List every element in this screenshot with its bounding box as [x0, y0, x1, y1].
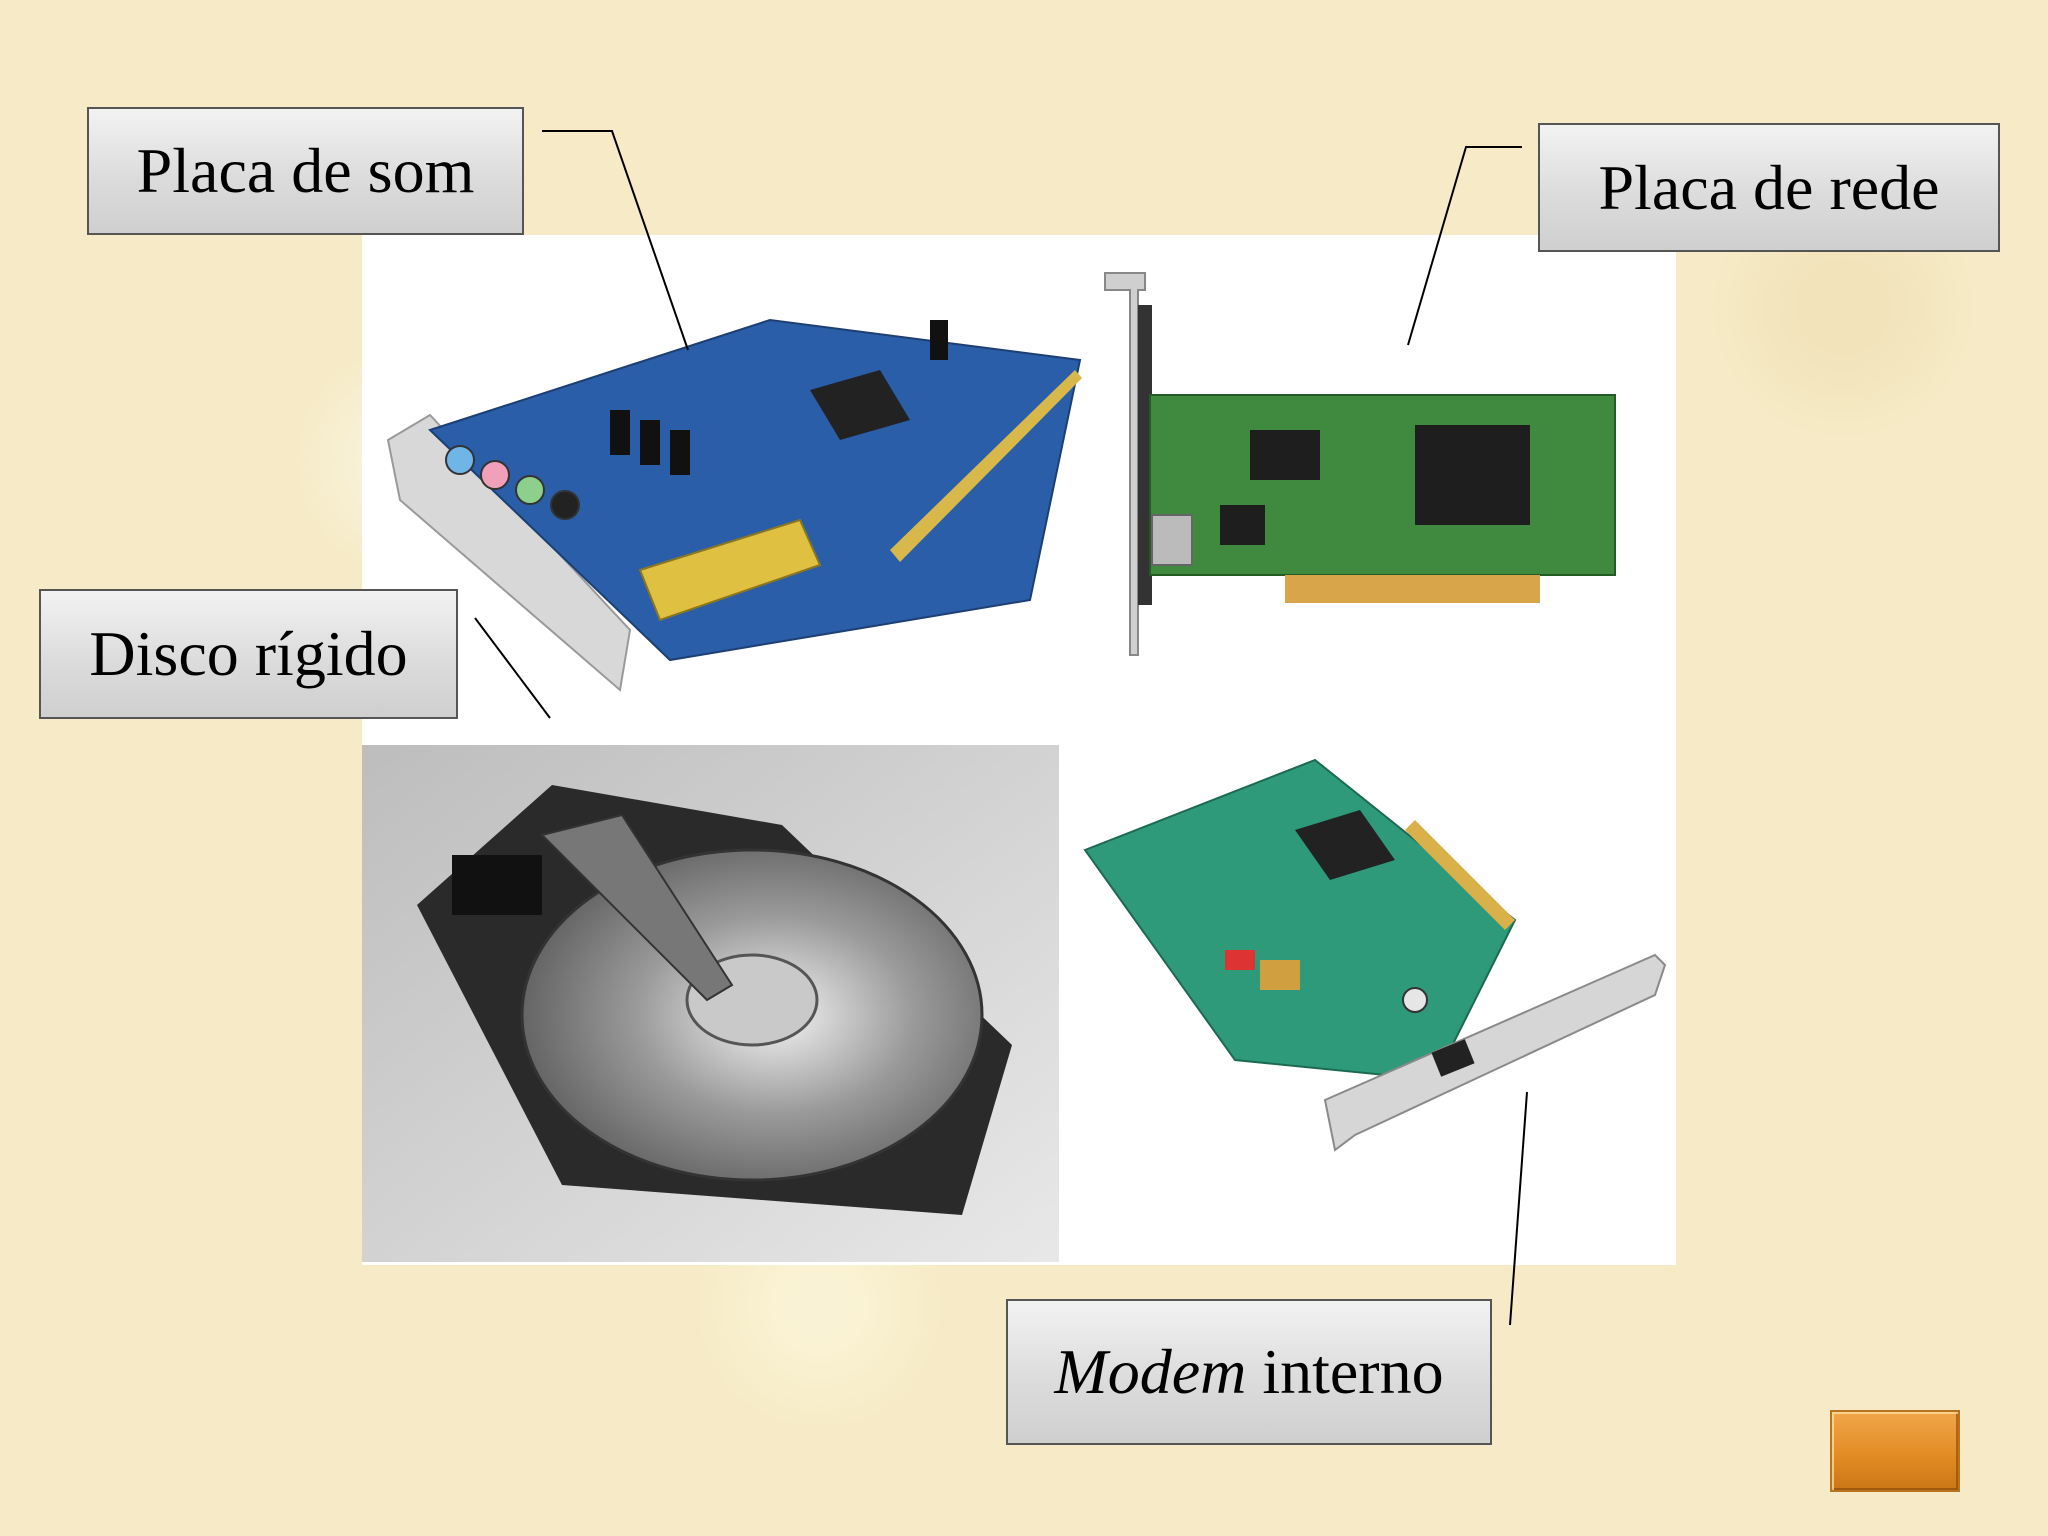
sound-card-label-text: Placa de som — [136, 135, 475, 206]
hard-disk-label: Disco rígido — [39, 589, 458, 719]
modem-label: Modem interno — [1006, 1299, 1492, 1445]
sound-card-photo — [386, 318, 1082, 692]
network-card-label: Placa de rede — [1538, 123, 2000, 252]
next-slide-button[interactable] — [1830, 1410, 1960, 1492]
modem-label-emphasis: Modem — [1054, 1336, 1247, 1407]
sound-card-label: Placa de som — [87, 107, 524, 235]
modem-card-photo — [1083, 758, 1667, 1152]
network-card-label-text: Placa de rede — [1598, 151, 1940, 223]
hard-disk-label-text: Disco rígido — [89, 618, 408, 689]
modem-label-rest: interno — [1246, 1336, 1444, 1407]
modem-label-text: Modem interno — [1054, 1340, 1443, 1404]
network-card-photo — [1104, 272, 1616, 656]
hard-disk-photo — [362, 745, 1059, 1262]
